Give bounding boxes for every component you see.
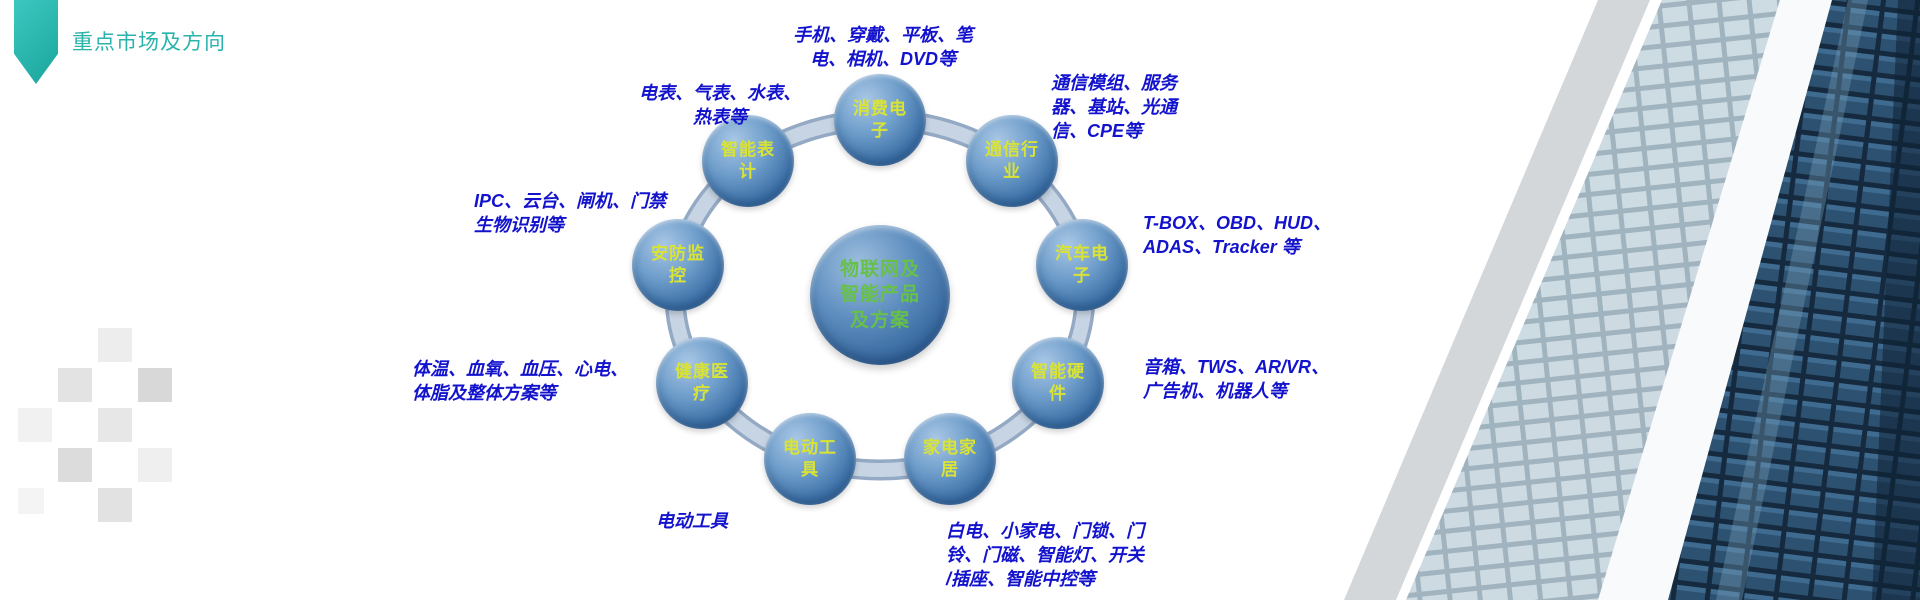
- annotation-home-appliances: 白电、小家电、门锁、门 铃、门磁、智能灯、开关 /插座、智能中控等: [946, 521, 1144, 589]
- node-label-security-monitoring: 安防监 控: [651, 243, 705, 285]
- page-title: 重点市场及方向: [72, 31, 226, 54]
- decor-square: [18, 488, 44, 514]
- decor-square: [138, 448, 172, 482]
- decor-square: [138, 368, 172, 402]
- annotation-healthcare: 体温、血氧、血压、心电、 体脂及整体方案等: [412, 359, 628, 403]
- annotation-smart-meters: 电表、气表、水表、 热表等: [639, 83, 801, 127]
- diagram-center-label: 物联网及 智能产品 及方案: [839, 258, 920, 331]
- diagram-node-automotive-electronics: 汽车电 子: [1036, 219, 1128, 311]
- node-label-telecom-industry: 通信行 业: [985, 139, 1039, 181]
- sky-gap-streak: [1598, 0, 1832, 600]
- light-building-face: [1406, 0, 1780, 600]
- dark-glass-tower: [1668, 0, 1920, 600]
- diagram-node-consumer-electronics: 消费电 子: [834, 74, 926, 166]
- diagram-node-telecom-industry: 通信行 业: [966, 115, 1058, 207]
- decor-square: [98, 488, 132, 522]
- diagram-node-power-tools: 电动工 具: [764, 413, 856, 505]
- decor-square: [18, 408, 52, 442]
- decor-square: [98, 328, 132, 362]
- annotation-telecom-industry: 通信模组、服务 器、基站、光通 信、CPE等: [1051, 73, 1177, 141]
- annotation-smart-hardware: 音箱、TWS、AR/VR、 广告机、机器人等: [1143, 357, 1329, 401]
- annotation-security-monitoring: IPC、云台、闸机、门禁 生物识别等: [474, 191, 667, 235]
- node-label-healthcare: 健康医 疗: [675, 361, 729, 403]
- diagram-center-node: 物联网及 智能产品 及方案: [810, 225, 950, 365]
- node-label-smart-hardware: 智能硬 件: [1031, 361, 1085, 403]
- node-label-consumer-electronics: 消费电 子: [853, 98, 907, 140]
- tower-right-edge: [1872, 0, 1920, 600]
- annotation-automotive-electronics: T-BOX、OBD、HUD、 ADAS、Tracker 等: [1143, 213, 1331, 257]
- node-label-home-appliances: 家电家 居: [923, 437, 977, 479]
- diagonal-gray-band: [1344, 0, 1650, 600]
- node-label-smart-meters: 智能表 计: [721, 139, 775, 181]
- annotation-power-tools: 电动工具: [656, 511, 728, 531]
- decor-square: [58, 448, 92, 482]
- decor-square: [98, 408, 132, 442]
- annotation-consumer-electronics: 手机、穿戴、平板、笔 电、相机、DVD等: [793, 25, 973, 69]
- node-label-power-tools: 电动工 具: [783, 437, 837, 479]
- diagram-node-home-appliances: 家电家 居: [904, 413, 996, 505]
- node-label-automotive-electronics: 汽车电 子: [1055, 243, 1109, 285]
- decor-square: [58, 368, 92, 402]
- diagram-node-smart-hardware: 智能硬 件: [1012, 337, 1104, 429]
- tower-reflection: [1716, 0, 1868, 600]
- decor-squares: [0, 0, 240, 600]
- diagram-node-smart-meters: 智能表 计: [702, 115, 794, 207]
- diagram-node-security-monitoring: 安防监 控: [632, 219, 724, 311]
- diagram-node-healthcare: 健康医 疗: [656, 337, 748, 429]
